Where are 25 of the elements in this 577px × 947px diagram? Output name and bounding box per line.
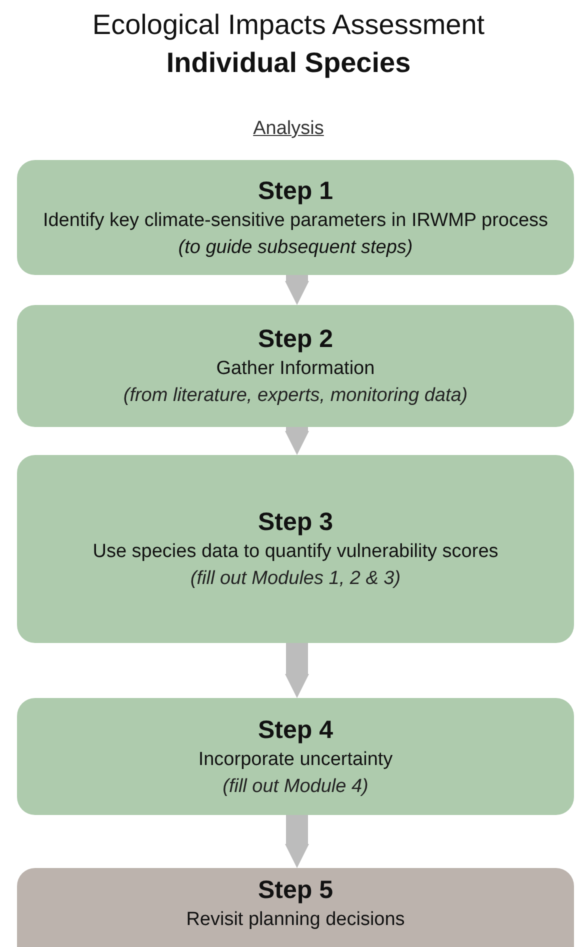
- step-box: [17, 455, 574, 643]
- arrow: [285, 815, 309, 868]
- step-note: (fill out Module 4): [222, 774, 368, 798]
- step-note: (fill out Modules 1, 2 & 3): [190, 567, 401, 591]
- arrow: [285, 275, 309, 305]
- section-heading: Analysis: [253, 118, 324, 139]
- step-box: [17, 868, 574, 947]
- step-box: [17, 305, 574, 427]
- step-description: Incorporate uncertainty: [198, 748, 393, 772]
- step-box: [17, 160, 574, 275]
- step-heading: Step 3: [258, 507, 334, 538]
- step-description: Use species data to quantify vulnerability scores: [92, 540, 498, 564]
- arrow: [285, 427, 309, 455]
- step-note: (from literature, experts, monitoring data): [123, 384, 468, 408]
- title: Ecological Impacts Assessment: [91, 8, 486, 42]
- step-heading: Step 1: [258, 176, 334, 206]
- subtitle: Individual Species: [165, 46, 412, 80]
- step-heading: Step 2: [258, 324, 334, 355]
- arrow: [285, 643, 309, 698]
- step-heading: Step 4: [258, 714, 334, 746]
- step-heading: Step 5: [258, 875, 334, 906]
- step-description: Revisit planning decisions: [186, 908, 405, 932]
- step-description: Gather Information: [216, 357, 375, 381]
- step-description: Identify key climate-sensitive parameters in IRWMP process (to guide subsequent steps): [42, 208, 550, 260]
- step-box: [17, 698, 574, 815]
